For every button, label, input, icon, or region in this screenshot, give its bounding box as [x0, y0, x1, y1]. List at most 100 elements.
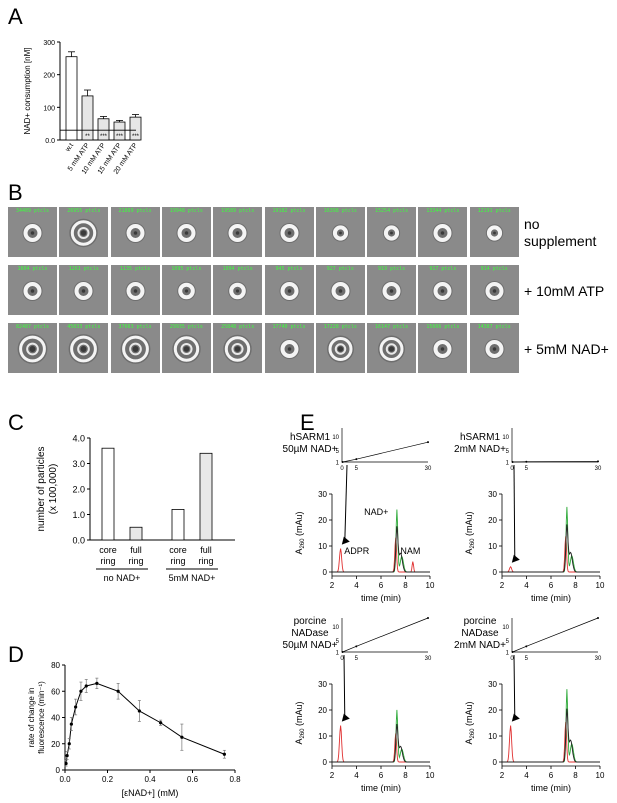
arrow-line	[513, 464, 516, 560]
ring-hole	[30, 289, 35, 293]
bar	[199, 452, 213, 541]
y-axis-label-sub: 260	[470, 728, 476, 739]
ring-hole	[235, 231, 240, 235]
particle-count: 25848 ptcls	[221, 324, 255, 330]
y-axis-label-sub: 260	[470, 538, 476, 549]
ring-hole	[390, 231, 393, 235]
ring-hole	[82, 289, 86, 293]
particle-count: 34409 ptcls	[15, 208, 50, 214]
class-average-tile: 17228 ptcls	[315, 323, 365, 373]
ring	[70, 335, 98, 363]
particle-count: 21869 ptcls	[118, 208, 152, 214]
inset-y-tick-label: 10	[502, 435, 509, 441]
ring-shadow	[484, 339, 505, 359]
y-axis-label: number of particles	[36, 446, 47, 531]
x-tick-label: 8	[573, 771, 578, 780]
class-average-tile: 1095 ptcls	[161, 265, 211, 315]
panel-label-b: B	[8, 180, 23, 205]
particle-count: 37663 ptcls	[118, 324, 152, 330]
ring	[71, 220, 97, 246]
plot-title: 50µM NAD+	[283, 640, 338, 651]
data-point	[180, 735, 184, 739]
ring-hole	[184, 289, 188, 293]
ring-shadow	[125, 281, 146, 301]
ring-density	[484, 281, 505, 301]
inner-ring	[334, 343, 347, 355]
data-point	[116, 689, 120, 693]
y-tick-label: 4.0	[72, 434, 85, 444]
particle-count: 17740 ptcls	[272, 324, 306, 330]
y-tick-label: 0.0	[45, 138, 55, 145]
ring-shadow	[432, 223, 453, 243]
y-axis-label: A260 (mAu)	[464, 511, 476, 554]
plot-title: porcine	[294, 616, 327, 627]
ring-density	[125, 223, 146, 243]
chromatogram-green	[502, 689, 600, 763]
inset-x-tick-label: 5	[525, 656, 529, 662]
y-tick-label: 0.0	[72, 536, 85, 546]
bar	[101, 447, 115, 541]
ring-density	[432, 339, 453, 359]
plot-title: NADase	[461, 628, 499, 639]
y-axis-label: fluorescence (min⁻¹)	[37, 681, 46, 754]
ring-density	[17, 334, 48, 364]
ring	[177, 224, 196, 242]
bar-label: core	[169, 545, 187, 555]
particle-count: 16147 ptcls	[375, 324, 409, 330]
class-average-tile: 15666 ptcls	[418, 323, 468, 373]
x-tick-label: 10	[426, 581, 435, 590]
plot-title: hSARM1	[460, 432, 500, 443]
inset-y-tick-label: 1	[506, 461, 510, 467]
ring-density	[227, 223, 248, 243]
ring-density	[228, 281, 247, 301]
y-axis-label-base: A	[464, 739, 474, 745]
y-axis-label-unit: (mAu)	[464, 511, 474, 538]
ring	[121, 335, 149, 363]
ring-shadow	[22, 281, 43, 301]
ring-hole	[234, 346, 241, 352]
bar-label: full	[130, 545, 142, 555]
ring-hole	[132, 346, 139, 352]
inner-ring	[180, 342, 193, 356]
ring	[224, 336, 251, 362]
data-point	[65, 753, 69, 758]
y-tick-label: 100	[43, 105, 55, 112]
bar	[171, 509, 185, 541]
ring-hole	[287, 289, 291, 293]
x-axis-label: time (min)	[531, 593, 571, 603]
particle-count: 82487 ptcls	[15, 324, 50, 330]
y-axis-label-sub: 260	[300, 538, 306, 549]
y-tick-label: 3.0	[72, 459, 85, 469]
particle-count: 16398 ptcls	[323, 208, 357, 214]
ring-hole	[441, 347, 445, 351]
ring-density	[22, 223, 43, 243]
inset-point	[341, 651, 344, 653]
y-axis-label: NAD+ consumption [nM]	[23, 48, 32, 135]
chromatogram-dark	[502, 708, 600, 763]
ring-shadow	[378, 335, 406, 363]
y-tick-label: 10	[318, 542, 327, 551]
inset-x-tick-label: 5	[355, 466, 359, 472]
ring	[331, 282, 350, 300]
class-average-tile: 37663 ptcls	[110, 323, 160, 373]
inset-point	[341, 461, 344, 463]
ring-shadow	[484, 281, 505, 301]
y-tick-label: 300	[43, 40, 55, 47]
ring-shadow	[22, 223, 43, 243]
ring-shadow	[279, 281, 299, 301]
ring-density	[73, 281, 94, 301]
y-tick-label: 0	[323, 568, 328, 577]
class-average-tile: 1261 ptcls	[59, 265, 109, 315]
inset-y-tick-label: 1	[336, 461, 340, 467]
ring-density	[223, 334, 252, 364]
plot-title: hSARM1	[290, 432, 330, 443]
peak-label-nad: NAD+	[364, 507, 388, 517]
class-average-tile: 19182 ptcls	[264, 207, 314, 257]
ring-hole	[337, 346, 343, 352]
particle-count: 927 ptcls	[326, 266, 354, 272]
class-average-tile: 45033 ptcls	[59, 323, 109, 373]
ring-density	[432, 281, 453, 301]
class-average-tile: 945 ptcls	[264, 265, 314, 315]
